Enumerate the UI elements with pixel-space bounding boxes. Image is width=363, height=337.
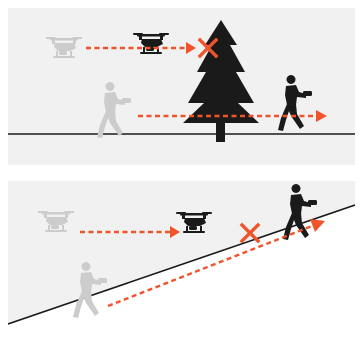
panel-obstacle-tree <box>8 8 355 165</box>
panel-slope-terrain <box>8 181 355 329</box>
panel-background <box>8 8 355 165</box>
